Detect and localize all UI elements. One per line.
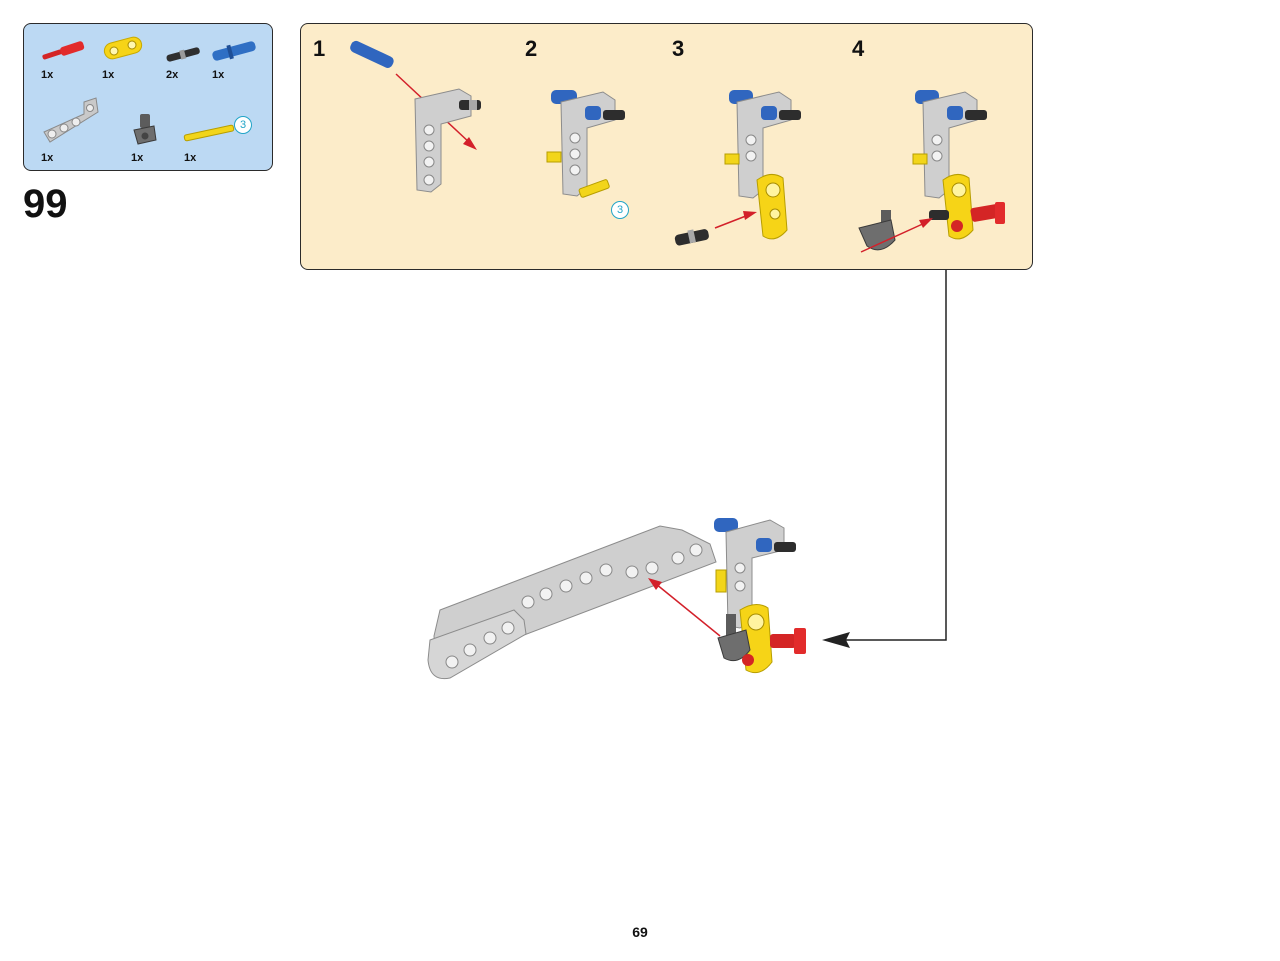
substep-3-illustration (674, 90, 801, 246)
substep-1-illustration (350, 40, 481, 193)
parts-list-box: 1x 1x 2x 1x 1x 1x 3 1x (23, 23, 273, 171)
substep-number-2: 2 (525, 36, 538, 61)
axle-length-callout: 3 (234, 116, 252, 134)
part-qty: 1x (102, 69, 115, 81)
substep-number-1: 1 (313, 36, 326, 61)
substep-4-illustration (858, 90, 1005, 253)
part-qty: 1x (41, 69, 54, 81)
dark-gray-connector-icon (133, 114, 157, 145)
blue-axle-pin-icon (212, 41, 256, 61)
substep-number-3: 3 (672, 36, 685, 61)
part-qty: 1x (184, 152, 197, 164)
yellow-axle-icon (183, 124, 235, 142)
part-qty: 1x (41, 152, 54, 164)
substep-2-illustration (546, 90, 625, 198)
step-number: 99 (23, 182, 68, 226)
main-assembly-illustration (427, 518, 806, 680)
red-axle-pin-icon (42, 41, 85, 60)
part-qty: 1x (212, 69, 225, 81)
part-qty: 2x (166, 69, 179, 81)
black-pin-icon (166, 47, 200, 62)
page-number: 69 (632, 924, 648, 940)
axle-length-callout: 3 (611, 201, 629, 219)
part-qty: 1x (131, 152, 144, 164)
gray-l-beam-icon (43, 97, 99, 143)
substep-number-4: 4 (852, 36, 865, 61)
substep-panel: 1 2 3 4 3 (300, 23, 1033, 270)
yellow-connector-icon (103, 36, 143, 60)
